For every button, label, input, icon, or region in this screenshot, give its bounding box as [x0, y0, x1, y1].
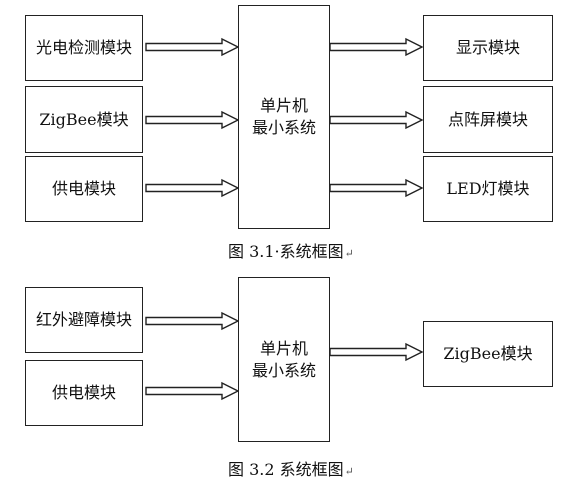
arrow-mcu-to-led [329, 179, 423, 197]
mcu-minimum-system-block: 单片机 最小系统 [238, 5, 330, 229]
zigbee-module-block: ZigBee模块 [25, 86, 143, 153]
arrow-photo-to-mcu [145, 38, 239, 56]
arrow-power2-to-mcu [145, 382, 239, 400]
power-module-block-2: 供电模块 [25, 360, 143, 426]
photoelectric-module-block: 光电检测模块 [25, 15, 143, 81]
arrow-mcu2-to-zigbee [329, 343, 423, 361]
infrared-obstacle-module-block: 红外避障模块 [25, 287, 143, 353]
block-label: 红外避障模块 [35, 310, 132, 329]
dot-matrix-module-block: 点阵屏模块 [423, 86, 553, 153]
arrow-zigbee-to-mcu [145, 111, 239, 129]
arrow-power-to-mcu [145, 179, 239, 197]
mcu-label-line1: 单片机 [259, 338, 308, 358]
paragraph-mark-icon: ↵ [344, 465, 354, 478]
block-label: ZigBee模块 [39, 109, 129, 129]
block-label: 供电模块 [51, 383, 116, 402]
block-label: 点阵屏模块 [447, 109, 528, 129]
zigbee-module-block-2: ZigBee模块 [423, 321, 553, 387]
block-label: 显示模块 [455, 38, 520, 57]
caption-text: 图 3.2 系统框图 [228, 460, 344, 479]
paragraph-mark-icon: ↵ [344, 247, 354, 260]
arrow-mcu-to-display [329, 38, 423, 56]
mcu-label-line2: 最小系统 [251, 360, 316, 380]
power-module-block: 供电模块 [25, 156, 143, 222]
arrow-mcu-to-dotmatrix [329, 111, 423, 129]
mcu-label-line2: 最小系统 [251, 118, 316, 137]
mcu-minimum-system-block-2: 单片机 最小系统 [238, 277, 330, 442]
block-label: ZigBee模块 [443, 344, 533, 363]
arrow-ir-to-mcu [145, 312, 239, 330]
figure-caption-3-1: 图 3.1·系统框图↵ [228, 238, 354, 262]
led-module-block: LED灯模块 [423, 156, 553, 222]
block-label: 光电检测模块 [35, 38, 132, 57]
display-module-block: 显示模块 [423, 15, 553, 81]
mcu-label-line1: 单片机 [259, 96, 308, 115]
figure-caption-3-2: 图 3.2 系统框图↵ [228, 456, 354, 480]
block-label: 供电模块 [51, 179, 116, 198]
block-label: LED灯模块 [446, 179, 530, 198]
caption-text: 图 3.1·系统框图 [228, 242, 344, 261]
